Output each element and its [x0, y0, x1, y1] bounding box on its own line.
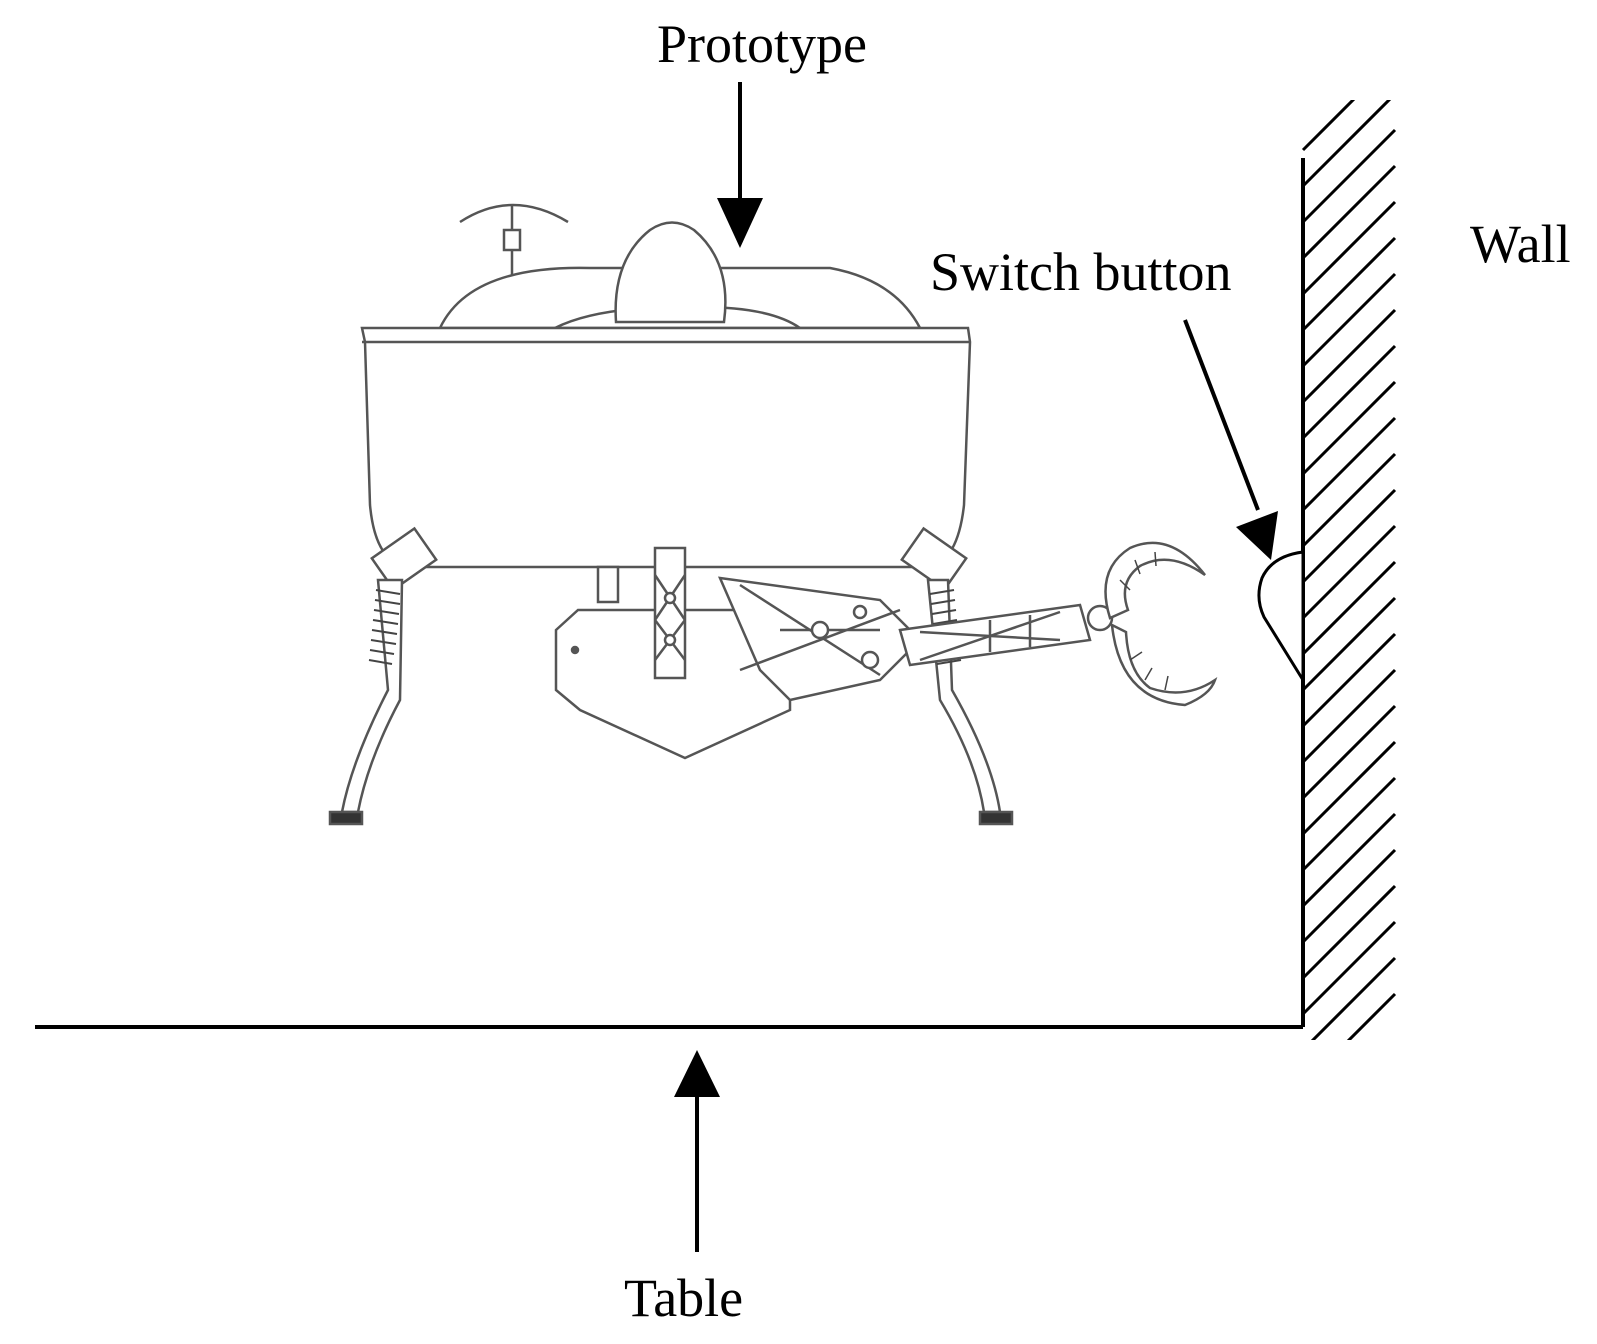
prototype-label: Prototype — [657, 14, 867, 74]
table-arrow — [674, 1050, 720, 1252]
wall-hatch-line — [1301, 380, 1397, 476]
switch-button-arrow — [1183, 319, 1278, 560]
robot-arm — [717, 576, 1114, 702]
wall-hatch-line — [1301, 596, 1397, 692]
wall-hatch-line — [1301, 308, 1397, 404]
central-column — [596, 546, 687, 680]
egg-sensor — [614, 221, 727, 324]
wall-hatch-line — [1301, 560, 1397, 656]
wall-hatch-line — [1301, 416, 1397, 512]
switch-button — [1257, 550, 1305, 686]
wall-hatching — [1301, 100, 1397, 1040]
claw-gripper — [1104, 541, 1218, 707]
switch-button-label: Switch button — [930, 242, 1232, 302]
wall-hatch-line — [1301, 632, 1397, 728]
main-body — [360, 326, 972, 569]
wall — [1301, 100, 1397, 1040]
wall-hatch-line — [1301, 100, 1356, 152]
wall-hatch-line — [1301, 100, 1392, 188]
wall-hatch-line — [1301, 344, 1397, 440]
wall-hatch-line — [1301, 236, 1397, 332]
wall-hatch-line — [1301, 668, 1397, 764]
wall-hatch-line — [1301, 776, 1397, 872]
antenna — [459, 203, 569, 290]
right-leg — [900, 526, 1014, 826]
wall-label: Wall — [1470, 214, 1571, 274]
wall-hatch-line — [1301, 848, 1397, 944]
table-label: Table — [624, 1268, 743, 1328]
wall-hatch-line — [1310, 956, 1397, 1040]
wall-hatch-line — [1301, 812, 1397, 908]
wall-hatch-line — [1301, 920, 1397, 1016]
prototype-arrow — [717, 82, 763, 248]
wall-hatch-line — [1301, 884, 1397, 980]
wall-hatch-line — [1301, 704, 1397, 800]
left-leg — [328, 526, 438, 826]
wall-hatch-line — [1346, 992, 1397, 1040]
wall-hatch-line — [1301, 200, 1397, 296]
wall-hatch-line — [1301, 740, 1397, 836]
wall-hatch-line — [1301, 488, 1397, 584]
wall-hatch-line — [1301, 164, 1397, 260]
wall-hatch-line — [1301, 272, 1397, 368]
wall-hatch-line — [1301, 452, 1397, 548]
wall-hatch-line — [1301, 128, 1397, 224]
robot-prototype — [328, 203, 1218, 826]
wall-hatch-line — [1301, 524, 1397, 620]
